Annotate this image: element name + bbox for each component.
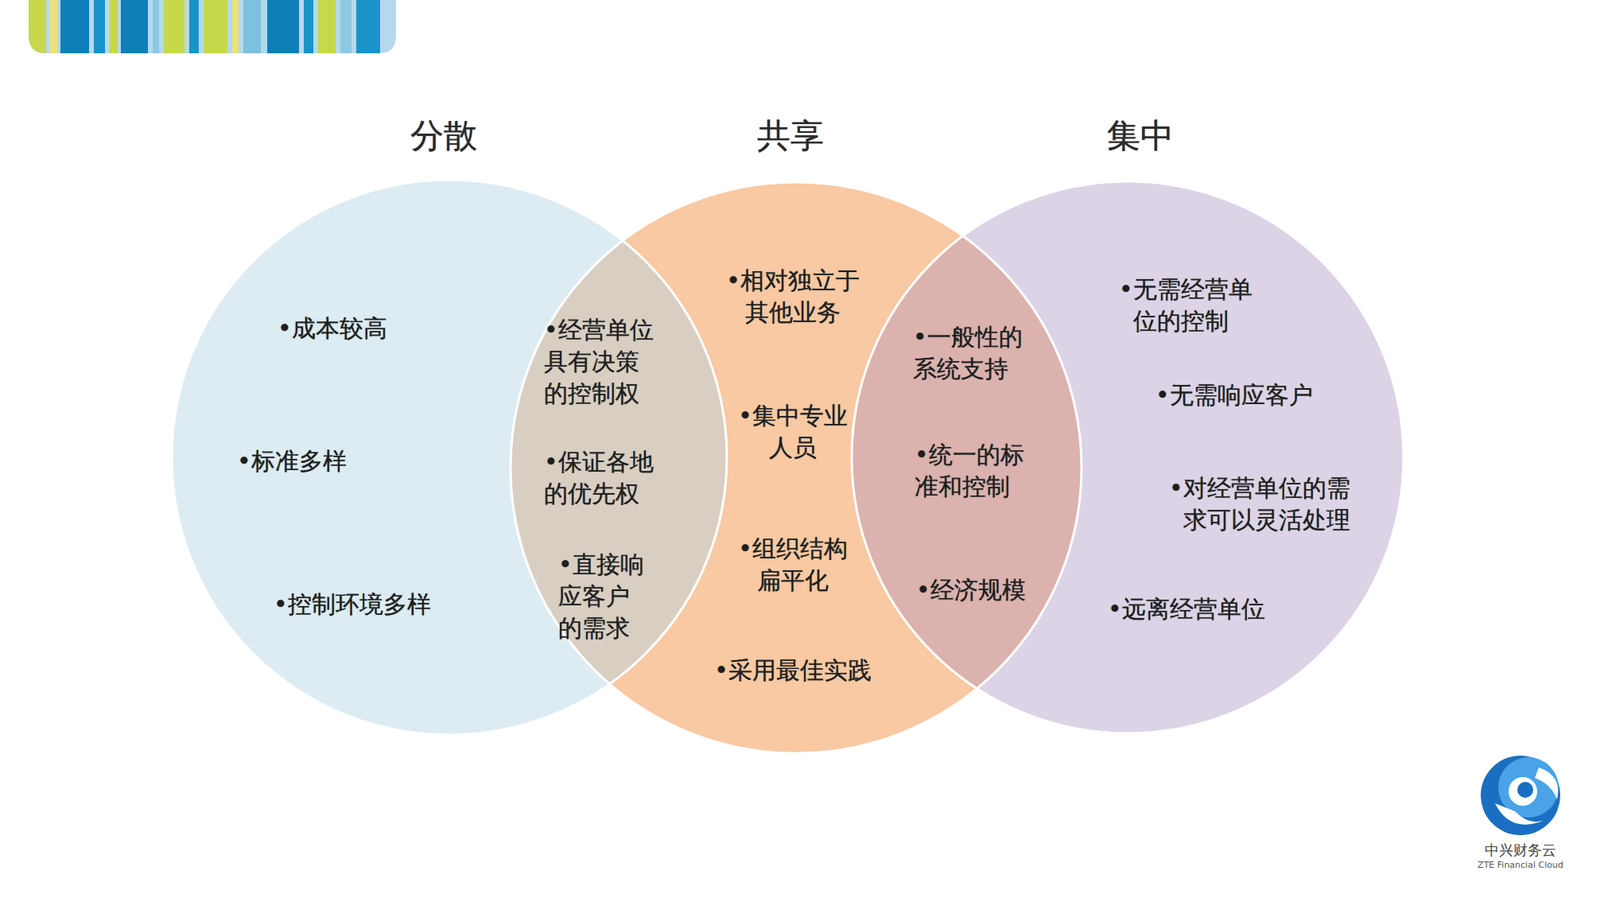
bullet-text: •相对独立于 其他业务 xyxy=(713,264,873,329)
overlap-text: •直接响 应客户 的需求 xyxy=(558,548,666,645)
bullet-text: •采用最佳实践 xyxy=(689,654,897,687)
stripe-banner xyxy=(28,0,397,54)
circle-heading: 分散 xyxy=(410,116,478,156)
bullet-text: •无需经营单 位的控制 xyxy=(1118,273,1293,338)
bullet-text: •成本较高 xyxy=(277,312,453,345)
overlap-right xyxy=(851,181,1404,734)
logo-text: 中兴财务云 xyxy=(1484,841,1557,859)
circle-heading: 集中 xyxy=(1106,116,1174,156)
bullet-text: •控制环境多样 xyxy=(273,588,481,621)
circle-heading: 共享 xyxy=(757,116,824,156)
logo-icon xyxy=(1480,755,1561,835)
bullet-text: •无需响应客户 xyxy=(1155,379,1347,412)
overlap-text: •经营单位 具有决策 的控制权 xyxy=(543,314,676,410)
overlap-text: •保证各地 的优先权 xyxy=(543,446,676,510)
overlap-text: •经济规模 xyxy=(916,574,1076,606)
circle-outlines xyxy=(171,179,1404,754)
bullet-text: •标准多样 xyxy=(236,445,412,478)
bullet-text: •组织结构 扁平化 xyxy=(725,532,861,597)
bullet-text: •远离经营单位 xyxy=(1107,593,1299,626)
overlap-text: •一般性的 系统支持 xyxy=(912,321,1045,385)
circle-fill xyxy=(851,181,1404,734)
overlap-text: •统一的标 准和控制 xyxy=(914,438,1046,503)
bullet-text: •集中专业 人员 xyxy=(725,400,861,464)
bullet-text: •对经营单位的需 求可以灵活处理 xyxy=(1168,472,1391,536)
logo-subtext: ZTE Financial Cloud xyxy=(1477,859,1564,871)
